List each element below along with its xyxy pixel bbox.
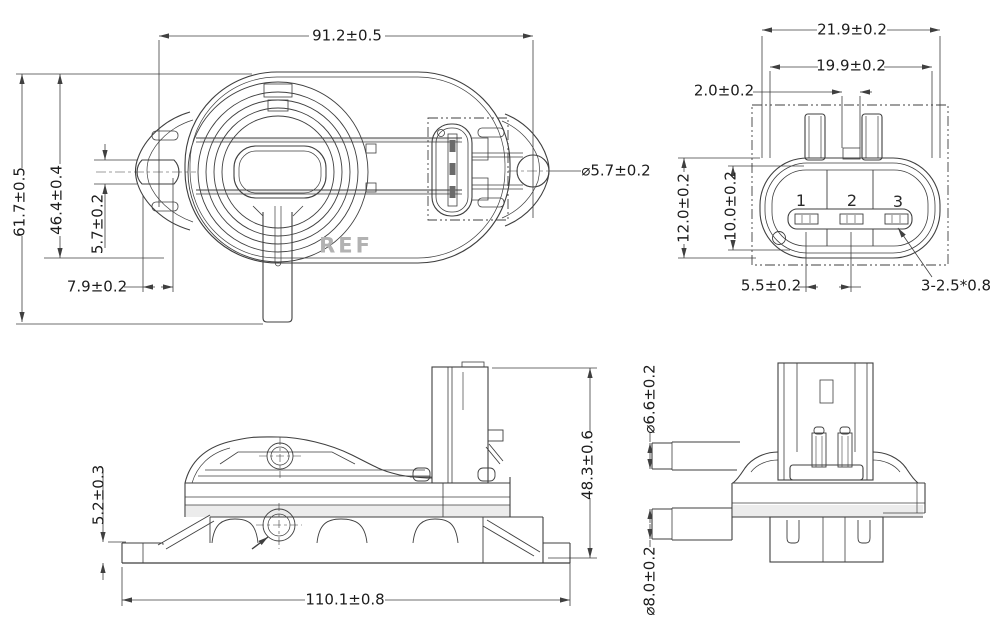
dim-flange-thickness: 5.2±0.3 — [89, 464, 108, 526]
dim-connector-tab-width: 2.0±0.2 — [693, 81, 755, 100]
dim-hole-distance: 91.2±0.5 — [312, 26, 382, 45]
top-view-part — [96, 71, 550, 323]
dim-connector-outer-height: 12.0±0.2 — [674, 173, 693, 243]
dim-overall-height: 61.7±0.5 — [10, 167, 29, 237]
dim-connector-inner-width: 19.9±0.2 — [816, 56, 886, 75]
dim-lower-port-diameter: ⌀8.0±0.2 — [640, 546, 659, 616]
dim-side-overall-height: 48.3±0.6 — [578, 430, 597, 500]
pin-label-3: 3 — [892, 192, 904, 211]
ref-watermark: REF — [319, 233, 373, 258]
dim-hole-flat-height: 5.7±0.2 — [88, 193, 107, 255]
pin-label-1: 1 — [795, 191, 807, 210]
side-view-part — [121, 361, 571, 564]
end-view-part — [651, 362, 926, 563]
dim-overall-length: 110.1±0.8 — [305, 590, 385, 609]
dim-mount-hole-diameter: ⌀5.7±0.2 — [581, 161, 651, 180]
dim-ear-edge-offset: 7.9±0.2 — [66, 277, 128, 296]
dim-connector-outer-width: 21.9±0.2 — [817, 20, 887, 39]
pin-label-2: 2 — [846, 191, 858, 210]
dim-pin-size: 3-2.5*0.8 — [920, 276, 992, 295]
dim-upper-port-diameter: ⌀6.6±0.2 — [640, 364, 659, 434]
dim-connector-inner-height: 10.0±0.2 — [721, 171, 740, 241]
dim-body-height: 46.4±0.4 — [47, 165, 66, 235]
top-view-dimensions — [16, 33, 581, 325]
connector-view-part — [751, 104, 949, 266]
connector-view-dimensions — [678, 27, 941, 292]
side-view-dimensions — [100, 367, 597, 606]
dim-pin-pitch: 5.5±0.2 — [740, 276, 802, 295]
